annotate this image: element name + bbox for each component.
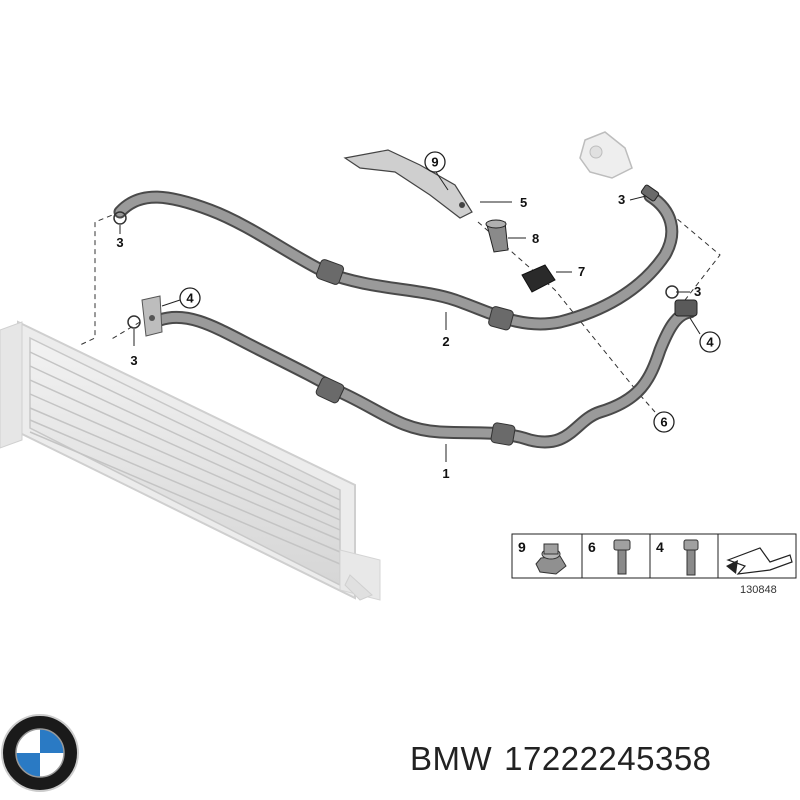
svg-text:7: 7 — [578, 264, 585, 279]
svg-text:4: 4 — [706, 335, 714, 350]
callout-3-left: 3 — [130, 329, 138, 368]
o-ring-seal-top-left — [113, 211, 127, 225]
legend-4: 4 — [656, 539, 664, 555]
hose-clip — [521, 264, 556, 293]
svg-text:5: 5 — [520, 195, 527, 210]
svg-text:3: 3 — [618, 192, 625, 207]
callout-5: 5 — [480, 195, 527, 210]
nut-icon — [535, 543, 567, 575]
callout-4-left: 4 — [161, 287, 201, 309]
svg-text:3: 3 — [130, 353, 137, 368]
callout-2: 2 — [442, 312, 450, 349]
callout-7: 7 — [556, 264, 585, 279]
svg-text:9: 9 — [431, 155, 438, 170]
left-bracket — [141, 295, 163, 337]
callout-1: 1 — [442, 444, 450, 481]
bmw-logo-icon — [1, 714, 79, 792]
brand-name: BMW — [410, 740, 493, 777]
oil-cooler-radiator — [0, 320, 381, 601]
svg-text:3: 3 — [694, 284, 701, 299]
arrow-icon — [726, 547, 793, 575]
callout-3-right: 3 — [676, 284, 701, 299]
callout-9: 9 — [424, 151, 449, 191]
svg-text:8: 8 — [532, 231, 539, 246]
callout-6: 6 — [653, 411, 675, 433]
callout-3-top-right: 3 — [618, 192, 647, 207]
part-number: 17222245358 — [504, 740, 712, 777]
legend-6: 6 — [588, 539, 596, 555]
hardware-legend: 9 6 4 — [511, 533, 797, 579]
svg-text:6: 6 — [660, 415, 667, 430]
hose-bracket — [343, 149, 473, 219]
svg-text:1: 1 — [442, 466, 449, 481]
legend-9: 9 — [518, 539, 526, 555]
callout-4-right: 4 — [689, 317, 721, 353]
hose-1 — [153, 305, 697, 449]
right-fitting — [665, 285, 698, 317]
o-ring-seal-left — [127, 315, 141, 329]
rubber-grommet — [485, 219, 509, 253]
svg-text:3: 3 — [116, 235, 123, 250]
reference-code: 130848 — [740, 584, 777, 596]
bolt-icon — [613, 539, 631, 575]
hose-2 — [113, 189, 679, 331]
svg-text:2: 2 — [442, 334, 449, 349]
part-caption: BMW 17222245358 — [410, 740, 724, 778]
svg-text:4: 4 — [186, 291, 194, 306]
bolt-icon — [683, 539, 699, 576]
leader-lines — [79, 195, 721, 413]
engine-connection — [579, 131, 660, 202]
callout-8: 8 — [508, 231, 539, 246]
callout-3-top-left: 3 — [116, 225, 124, 250]
